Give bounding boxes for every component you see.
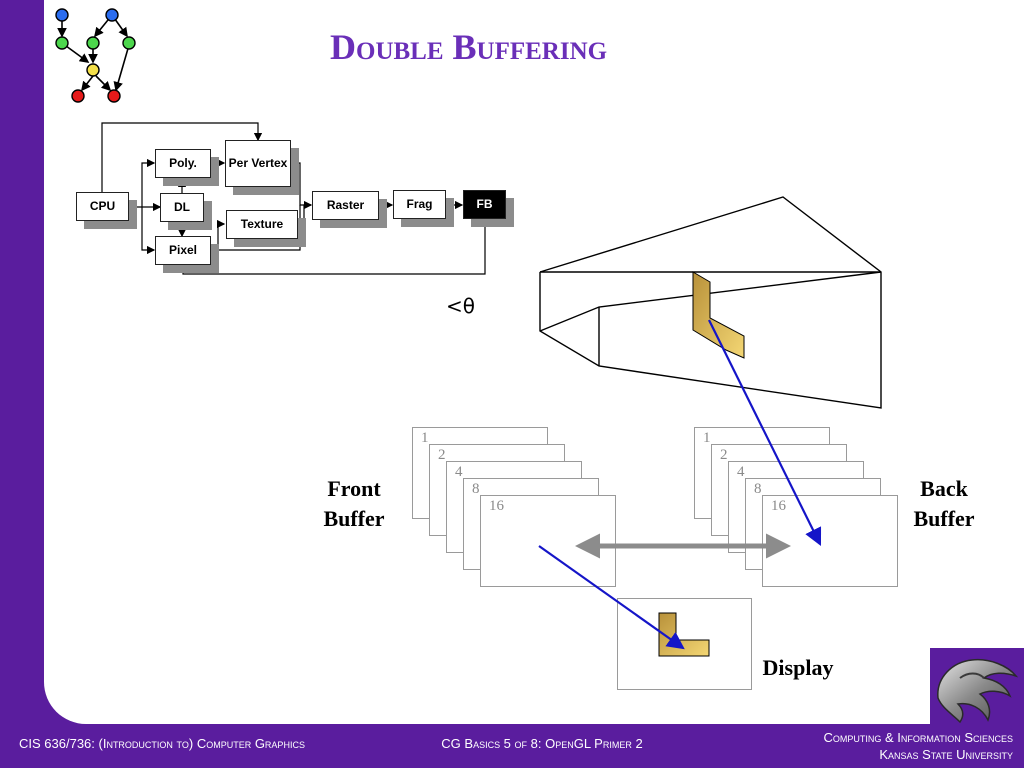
display-arrow bbox=[538, 545, 685, 650]
frag-box: Frag bbox=[393, 190, 446, 219]
per-vertex-box: Per Vertex bbox=[225, 140, 291, 187]
render-arrow bbox=[708, 319, 822, 546]
pixel-box: Pixel bbox=[155, 236, 211, 265]
raster-box: Raster bbox=[312, 191, 379, 220]
back-buffer-label: Back Buffer bbox=[913, 476, 975, 531]
gold-object bbox=[692, 271, 745, 359]
frame-buffer-box: FB bbox=[463, 190, 506, 219]
poly-box: Poly. bbox=[155, 149, 211, 178]
cpu-box: CPU bbox=[76, 192, 129, 221]
display-object bbox=[658, 612, 710, 657]
front-buffer-label: Front Buffer bbox=[323, 476, 385, 531]
footer-lecture: CG Basics 5 of 8: OpenGL Primer 2 bbox=[441, 736, 643, 751]
display-list-box: DL bbox=[160, 193, 204, 222]
footer-dept: Computing & Information Sciences bbox=[823, 730, 1013, 745]
powercat-logo-icon bbox=[930, 648, 1024, 726]
page-title: Double Buffering bbox=[330, 27, 608, 67]
node-graph-icon bbox=[55, 8, 136, 103]
stray-glyph: <θ bbox=[446, 294, 475, 318]
slide-canvas bbox=[44, 0, 1024, 724]
texture-box: Texture bbox=[226, 210, 298, 239]
footer-university: Kansas State University bbox=[879, 747, 1013, 762]
footer-course: CIS 636/736: (Introduction to) Computer … bbox=[19, 736, 305, 751]
display-label: Display bbox=[762, 655, 834, 680]
